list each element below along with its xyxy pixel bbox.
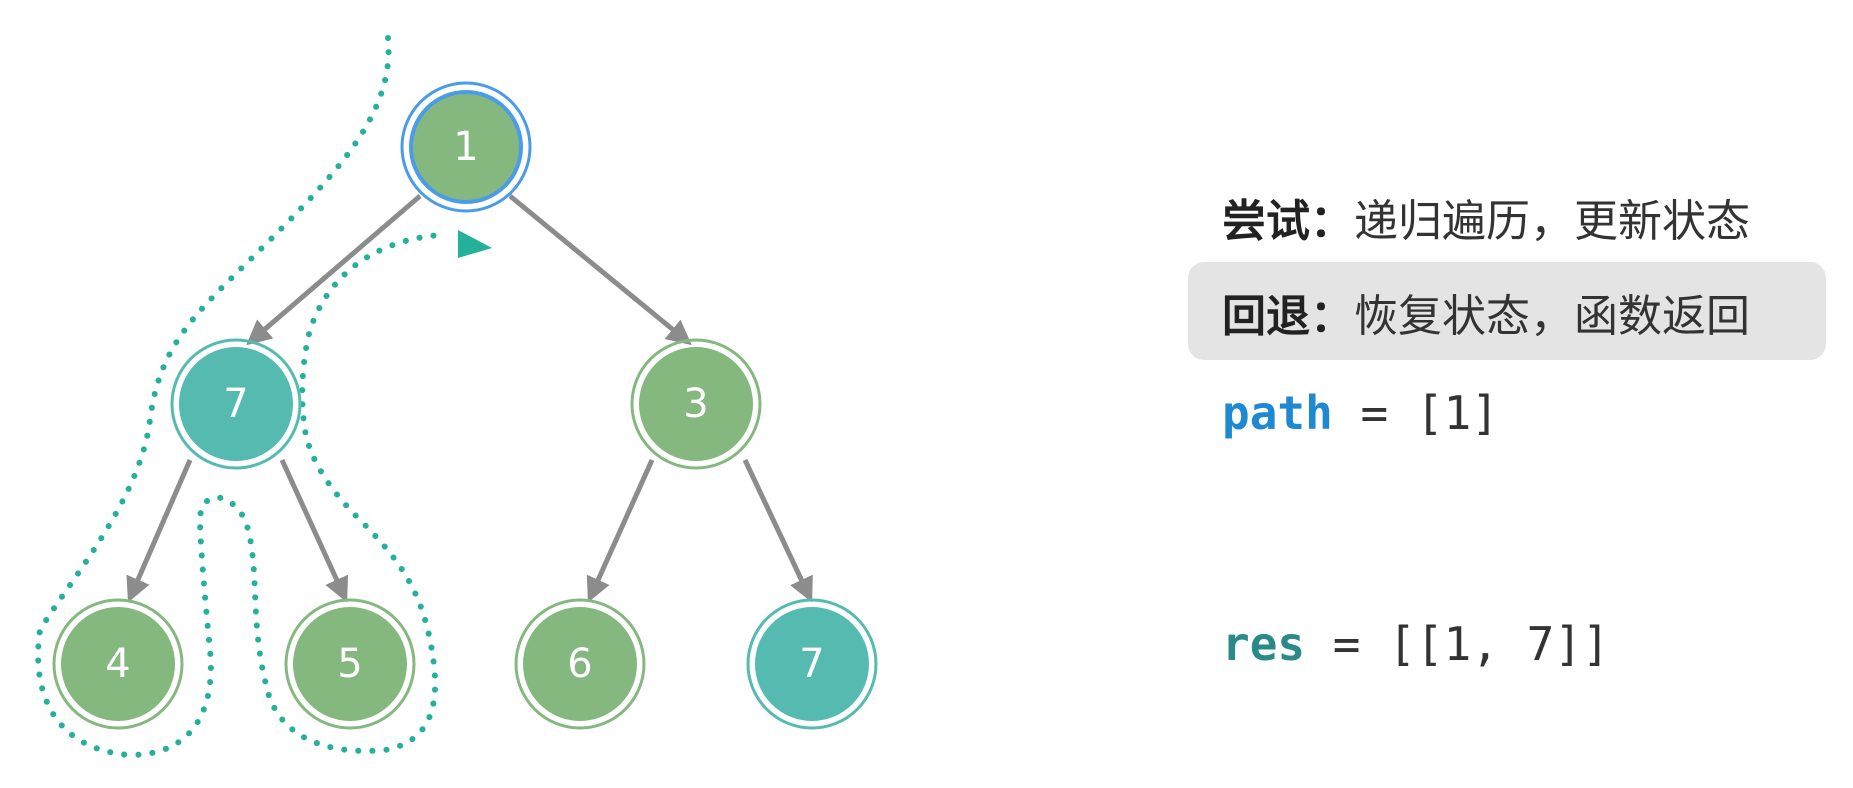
node-right: 3: [630, 338, 762, 470]
legend-try-text: 递归遍历，更新状态: [1354, 196, 1750, 247]
traversal-path-outer: [35, 35, 443, 759]
path-variable: path: [1222, 386, 1333, 440]
node-root: 1: [400, 81, 532, 213]
node-left-label: 7: [223, 381, 248, 427]
res-variable: res: [1222, 617, 1306, 671]
node-right-label: 3: [683, 381, 708, 427]
node-right-right: 7: [746, 598, 878, 730]
path-equals: =: [1332, 386, 1416, 440]
legend-back-highlight: [1188, 262, 1826, 360]
legend-back: 回退：恢复状态，函数返回: [1222, 280, 1750, 344]
node-right-right-label: 7: [799, 641, 824, 687]
edge-root-right: [508, 194, 692, 346]
node-left-right-label: 5: [337, 641, 362, 687]
path-state: path = [1]: [1222, 386, 1499, 440]
node-left-left-label: 4: [105, 641, 130, 687]
edge-right-left: [586, 458, 655, 603]
path-value: [1]: [1415, 386, 1499, 440]
legend-try: 尝试：递归遍历，更新状态: [1222, 185, 1750, 249]
node-left-right: 5: [284, 598, 416, 730]
traversal-arrowhead: [458, 230, 492, 258]
edge-left-left: [126, 459, 193, 603]
tree-edges: [126, 194, 813, 603]
traversal-path: [35, 35, 443, 759]
legend-try-label: 尝试：: [1222, 196, 1354, 247]
edge-left-right: [279, 458, 349, 603]
res-value: [[1, 7]]: [1388, 617, 1610, 671]
res-equals: =: [1305, 617, 1389, 671]
node-root-label: 1: [453, 124, 478, 170]
node-left-left: 4: [52, 598, 184, 730]
edge-root-left: [246, 194, 422, 346]
node-left: 7: [170, 338, 302, 470]
legend-back-text: 恢复状态，函数返回: [1354, 291, 1750, 342]
res-state: res = [[1, 7]]: [1222, 617, 1610, 671]
node-right-left: 6: [514, 598, 646, 730]
edge-right-right: [742, 458, 813, 603]
node-right-left-label: 6: [567, 641, 592, 687]
legend-back-label: 回退：: [1222, 291, 1354, 342]
